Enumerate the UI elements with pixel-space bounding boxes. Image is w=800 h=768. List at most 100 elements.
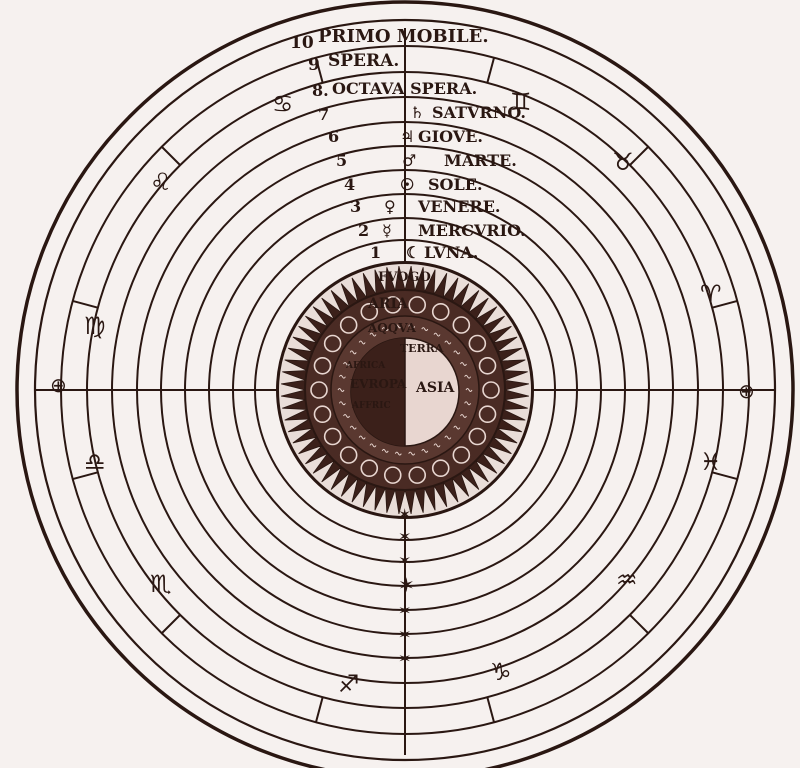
planet-symbol-mercury: ☿ xyxy=(382,221,392,240)
sphere-number-5: 5 xyxy=(336,151,347,170)
cloud-scallop xyxy=(360,302,379,321)
wave-mark xyxy=(453,350,461,355)
wave-mark xyxy=(421,327,429,332)
wave-mark xyxy=(465,388,473,392)
sphere-name-mercurio: MERCVRIO. xyxy=(418,221,526,240)
cloud-scallop xyxy=(313,405,332,424)
cloud-scallop xyxy=(468,334,487,353)
zodiac-divider xyxy=(161,614,181,634)
cloud-scallop xyxy=(452,316,471,334)
sphere-number-8: 8. xyxy=(312,81,329,100)
cross-mark-east: ⊕ xyxy=(738,379,755,403)
planet-symbol-jupiter: ♃ xyxy=(400,127,414,146)
wave-mark xyxy=(381,327,389,332)
zodiac-divider xyxy=(315,57,324,84)
zodiac-pisces: ♓ xyxy=(700,448,722,476)
wave-mark xyxy=(433,443,441,448)
wave-mark xyxy=(338,374,346,379)
cloud-band xyxy=(310,296,500,484)
wave-mark xyxy=(433,332,441,337)
zodiac-divider xyxy=(711,300,738,309)
star-mark: ✶ xyxy=(398,505,411,524)
wave-mark xyxy=(358,435,366,440)
star-mark: ✶ xyxy=(398,649,411,668)
sphere-name-primo-mobile: PRIMO MOBILE. xyxy=(318,26,489,47)
wave-mark xyxy=(460,414,467,419)
cloud-scallop xyxy=(431,459,450,478)
region-africa-label: AFRICA xyxy=(345,361,386,371)
sphere-name-octava-spera: OCTAVA SPERA. xyxy=(332,79,477,98)
zodiac-divider xyxy=(486,696,495,723)
cloud-scallop xyxy=(313,356,332,375)
sphere-name-sole: SOLE. xyxy=(428,175,483,194)
zodiac-dividers xyxy=(72,57,738,723)
cloud-scallop xyxy=(339,316,358,334)
wave-mark xyxy=(358,340,366,345)
sphere-number-3: 3 xyxy=(350,197,361,216)
zodiac-divider xyxy=(72,300,99,309)
zodiac-aquarius: ♒ xyxy=(616,566,638,594)
zodiac-divider xyxy=(315,696,324,723)
region-asia-label: ASIA xyxy=(415,380,456,396)
wave-mark xyxy=(453,425,461,430)
cloud-scallop xyxy=(408,296,427,314)
cloud-scallop xyxy=(482,381,500,399)
wave-mark xyxy=(349,425,357,430)
cloud-scallop xyxy=(383,466,402,484)
equinox-marks: ⊕ ⊕ xyxy=(50,373,755,403)
zodiac-divider xyxy=(629,614,649,634)
cloud-scallop xyxy=(323,427,342,446)
sphere-name-saturno: SATVRNO. xyxy=(432,103,526,122)
sphere-name-venere: VENERE. xyxy=(417,197,501,216)
star-mark: ✶ xyxy=(398,551,411,570)
zodiac-divider xyxy=(629,146,649,166)
sphere-number-9: 9 xyxy=(308,55,320,75)
zodiac-aries: ♈ xyxy=(700,280,722,308)
cloud-scallop xyxy=(383,296,402,314)
element-air-label: ARIA xyxy=(367,296,409,312)
region-affric-label: AFFRIC xyxy=(351,401,391,411)
zodiac-divider xyxy=(72,471,99,480)
element-water-label: AQQVA xyxy=(367,321,417,335)
zodiac-signs: ♋ ♊ ♉ ♈ ♓ ♒ ♑ ♐ ♏ ♎ ♍ ♌ xyxy=(84,88,722,698)
cloud-scallop xyxy=(431,302,450,321)
star-mark: ✶ xyxy=(398,573,415,597)
element-fire-label: FVOGO xyxy=(378,270,431,285)
wave-mark xyxy=(381,448,389,453)
sphere-number-4: 4 xyxy=(344,175,355,194)
sphere-number-7: 7 xyxy=(318,105,329,124)
sphere-name-spera: SPERA. xyxy=(328,51,399,71)
zodiac-gemini: ♊ xyxy=(510,88,532,116)
wave-mark xyxy=(408,324,416,329)
cloud-scallop xyxy=(339,446,358,464)
sublunary-globe xyxy=(277,262,533,518)
planet-symbol-venus: ♀ xyxy=(384,197,396,216)
cross-mark-west: ⊕ xyxy=(50,373,67,397)
zodiac-divider xyxy=(486,57,495,84)
wave-mark xyxy=(338,401,346,406)
sphere-labels: 10 PRIMO MOBILE. 9 SPERA. 8. OCTAVA SPER… xyxy=(290,26,526,262)
star-mark: ✶ xyxy=(398,625,411,644)
planet-symbol-sun: ☉ xyxy=(400,175,414,194)
wave-mark xyxy=(464,374,472,379)
zodiac-taurus: ♉ xyxy=(612,148,634,176)
wave-mark xyxy=(394,324,402,329)
water-waves xyxy=(337,324,473,456)
wave-mark xyxy=(421,448,429,453)
cloud-scallop xyxy=(478,356,497,375)
earth-dark-hemisphere xyxy=(351,338,405,446)
wave-mark xyxy=(343,361,350,366)
star-column: ✶✶✶✶✶✶✶ xyxy=(398,505,415,668)
cloud-scallop xyxy=(323,334,342,353)
zodiac-libra: ♎ xyxy=(84,448,106,476)
cloud-scallop xyxy=(468,427,487,446)
element-earth-label: TERRA xyxy=(400,342,444,355)
zodiac-divider xyxy=(161,146,181,166)
wave-mark xyxy=(369,332,377,337)
cloud-scallop xyxy=(408,466,427,484)
zodiac-leo: ♌ xyxy=(150,168,172,196)
planet-symbol-saturn: ♄ xyxy=(410,103,424,122)
sphere-name-giove: GIOVE. xyxy=(418,127,483,146)
zodiac-virgo: ♍ xyxy=(84,312,106,340)
